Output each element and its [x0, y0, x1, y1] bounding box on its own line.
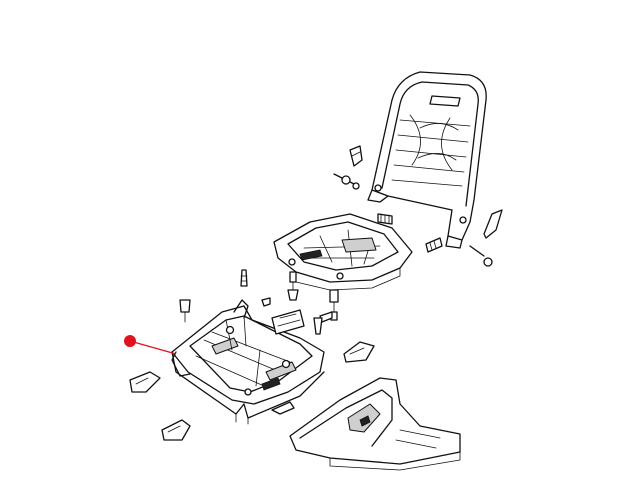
back-bolt-right [469, 245, 493, 267]
front-left-cover [129, 371, 161, 393]
back-side-clip [349, 145, 363, 167]
side-small-clip [271, 401, 295, 415]
rear-left-cover [161, 419, 191, 441]
cushion-clip-right [425, 237, 443, 253]
seat-track-adjuster [171, 299, 325, 425]
track-stud-right [313, 317, 323, 335]
track-stud-front [240, 269, 248, 287]
pan-fastener-left [287, 271, 299, 301]
seat-cushion-pan [273, 213, 413, 291]
cushion-clip-left [377, 213, 393, 225]
track-stud-left [179, 299, 191, 323]
front-right-cover [343, 341, 375, 363]
track-upper-bracket [271, 309, 305, 335]
back-recliner-cover [483, 209, 503, 239]
side-shield-trim [289, 377, 461, 471]
seat-back-frame [367, 71, 487, 249]
callout-marker[interactable] [124, 335, 136, 347]
small-bracket-a [261, 297, 271, 307]
callout-leader [129, 340, 177, 355]
back-bolt-left [333, 173, 360, 190]
